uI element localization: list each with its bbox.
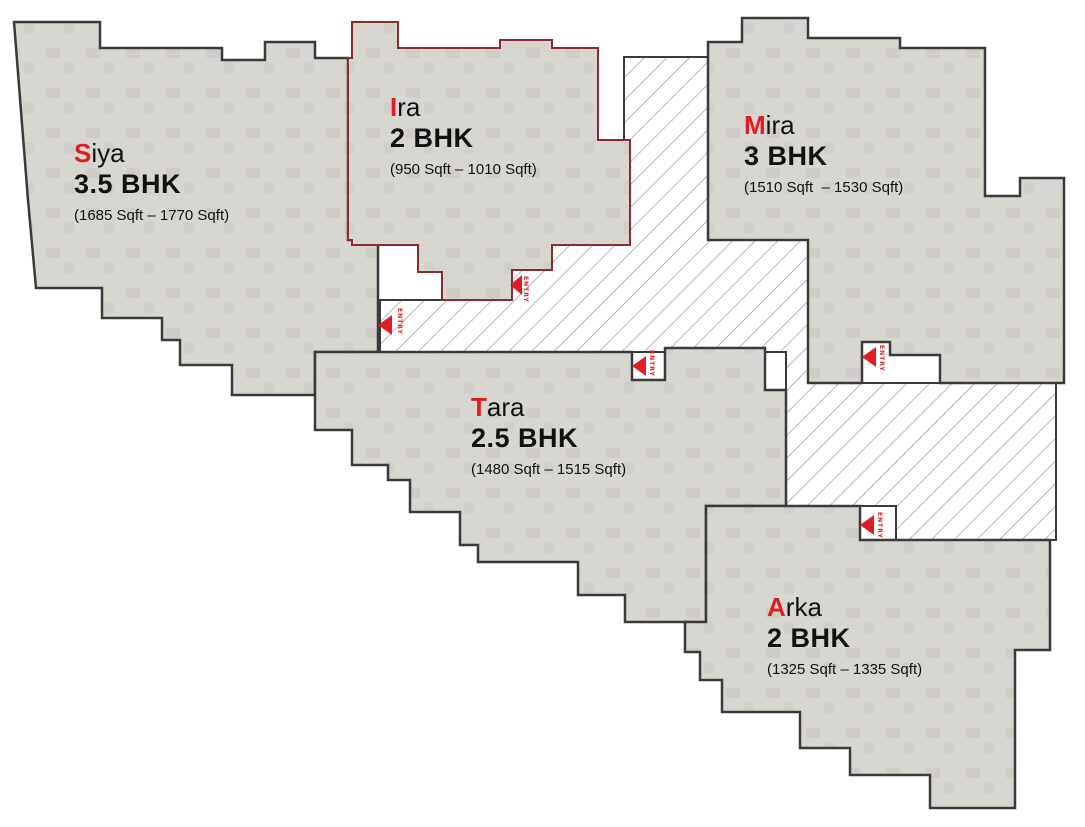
unit-area: (1510 Sqft – 1530 Sqft) xyxy=(744,179,904,196)
entry-marker-siya: ENTRY xyxy=(378,308,403,335)
unit-type: 2 BHK xyxy=(767,623,851,653)
unit-name: Mira xyxy=(744,110,903,140)
unit-type: 3.5 BHK xyxy=(74,169,182,199)
unit-type: 3 BHK xyxy=(744,141,828,171)
unit-name-rest: ira xyxy=(765,110,795,140)
unit-name-rest: ara xyxy=(486,392,525,422)
unit-name-rest: rka xyxy=(785,592,822,622)
unit-tara-area[interactable] xyxy=(313,346,788,624)
unit-name: Arka xyxy=(767,592,922,622)
entry-label: ENTRY xyxy=(876,512,883,539)
unit-mira-area[interactable] xyxy=(706,16,1066,385)
unit-initial: A xyxy=(767,592,786,622)
unit-name: Ira xyxy=(390,92,537,122)
entry-marker-ira: ENTRY xyxy=(510,275,529,303)
unit-type: 2 BHK xyxy=(390,123,474,153)
entry-label: ENTRY xyxy=(648,350,655,377)
unit-arka-area[interactable] xyxy=(683,504,1052,810)
unit-name-rest: iya xyxy=(91,138,125,168)
entry-label: ENTRY xyxy=(878,345,885,372)
unit-label-arka: Arka 2 BHK (1325 Sqft – 1335 Sqft) xyxy=(767,592,922,680)
unit-ira-area[interactable] xyxy=(347,21,631,301)
unit-area: (1325 Sqft – 1335 Sqft) xyxy=(767,661,923,678)
unit-name: Siya xyxy=(74,138,229,168)
entry-marker-arka: ENTRY xyxy=(860,512,883,539)
unit-label-tara: Tara 2.5 BHK (1480 Sqft – 1515 Sqft) xyxy=(471,392,626,480)
unit-label-mira: Mira 3 BHK (1510 Sqft – 1530 Sqft) xyxy=(744,110,903,198)
unit-name: Tara xyxy=(471,392,626,422)
unit-initial: I xyxy=(390,92,398,122)
unit-label-siya: Siya 3.5 BHK (1685 Sqft – 1770 Sqft) xyxy=(74,138,229,226)
unit-area: (950 Sqft – 1010 Sqft) xyxy=(390,161,537,178)
unit-label-ira: Ira 2 BHK (950 Sqft – 1010 Sqft) xyxy=(390,92,537,180)
unit-area: (1685 Sqft – 1770 Sqft) xyxy=(74,207,230,224)
unit-name-rest: ra xyxy=(397,92,421,122)
unit-initial: T xyxy=(471,392,487,422)
entry-marker-tara: ENTRY xyxy=(632,350,655,377)
unit-initial: M xyxy=(744,110,766,140)
entry-marker-mira: ENTRY xyxy=(862,345,885,372)
unit-area: (1480 Sqft – 1515 Sqft) xyxy=(471,461,627,478)
entry-label: ENTRY xyxy=(522,276,529,303)
unit-type: 2.5 BHK xyxy=(471,423,579,453)
entry-label: ENTRY xyxy=(396,308,403,335)
unit-initial: S xyxy=(74,138,92,168)
